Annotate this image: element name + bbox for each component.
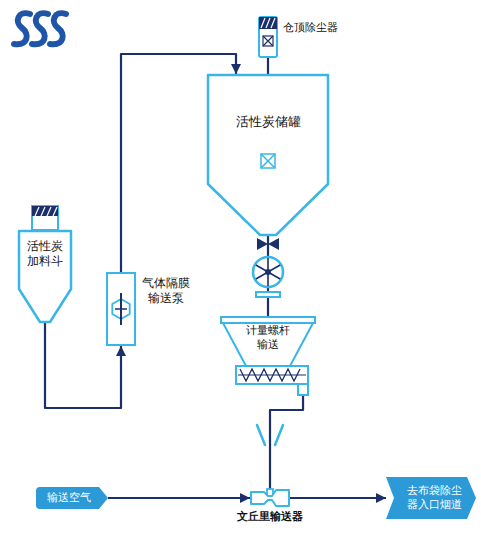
node-label: 活性炭储罐: [236, 114, 301, 130]
filter-stripe: [47, 207, 51, 216]
hopper-cap: [32, 206, 58, 230]
collector-body: [259, 17, 277, 57]
air-inlet-tag: 输送空气: [36, 487, 108, 509]
rotary-feeder-blades: [256, 258, 280, 286]
feeder-flange: [256, 292, 280, 297]
hopper-outline: [19, 231, 71, 322]
filter-stripe: [35, 207, 39, 216]
rotary-feeder-hub: [265, 269, 271, 275]
filter-stripe: [53, 207, 57, 216]
venturi-body: [251, 490, 289, 506]
pipe-connector: [108, 497, 250, 499]
filter-band: [32, 206, 58, 216]
company-logo: [50, 13, 66, 44]
metering-screw: 计量螺杆 输送: [220, 316, 316, 396]
filter-symbol: [263, 36, 273, 46]
company-logo: [14, 13, 30, 44]
pipe-connector: [267, 58, 269, 74]
node-label: 活性炭 加料斗: [26, 239, 64, 269]
pipe-connector: [290, 497, 386, 499]
level-symbol: [261, 154, 275, 168]
filter-stripe: [261, 18, 265, 28]
screw-tube: [236, 366, 308, 384]
inlet-funnel: [257, 425, 283, 445]
venturi-eductor-shape: [250, 489, 290, 507]
diaphragm-pump-shape: [106, 272, 136, 346]
discharge-valve: [257, 238, 279, 250]
hopper-rim: [221, 317, 315, 323]
dust-collector: 仓顶除尘器: [258, 16, 278, 58]
pump-housing: [107, 273, 135, 345]
filter-band: [259, 17, 277, 29]
equipment-label: 文丘里输送器: [237, 510, 303, 524]
storage-tank-shape: [207, 74, 329, 236]
feed-hopper: 活性炭 加料斗: [18, 205, 72, 323]
filter-stripe: [266, 18, 270, 28]
equipment-label: 气体隔膜 输送泵: [141, 276, 191, 306]
filter-stripe: [271, 18, 275, 28]
screw-shaft: [238, 375, 306, 376]
inlet-tag: [36, 487, 108, 509]
flue-outlet-tag: 去布袋除尘 器入口烟道: [386, 477, 476, 519]
node-label: 输送空气: [47, 491, 91, 505]
rotary-feeder: [253, 257, 283, 287]
metering-hopper: [223, 323, 313, 366]
diaphragm-pump: 气体隔膜 输送泵: [106, 272, 136, 346]
company-logo: [32, 13, 48, 44]
node-label: 计量螺杆 输送: [244, 324, 291, 352]
dust-collector-shape: [258, 16, 278, 58]
level-symbol: [261, 154, 275, 168]
filter-symbol: [263, 36, 273, 46]
equipment-label: 仓顶除尘器: [283, 21, 338, 35]
venturi-eductor: 文丘里输送器: [250, 489, 290, 507]
pump-rod: [115, 308, 127, 310]
node-label: 去布袋除尘 器入口烟道: [405, 484, 462, 512]
filter-stripe: [41, 207, 45, 216]
tank-outline: [208, 75, 328, 235]
outlet-tag: [386, 477, 476, 519]
storage-tank: 活性炭储罐: [207, 74, 329, 236]
